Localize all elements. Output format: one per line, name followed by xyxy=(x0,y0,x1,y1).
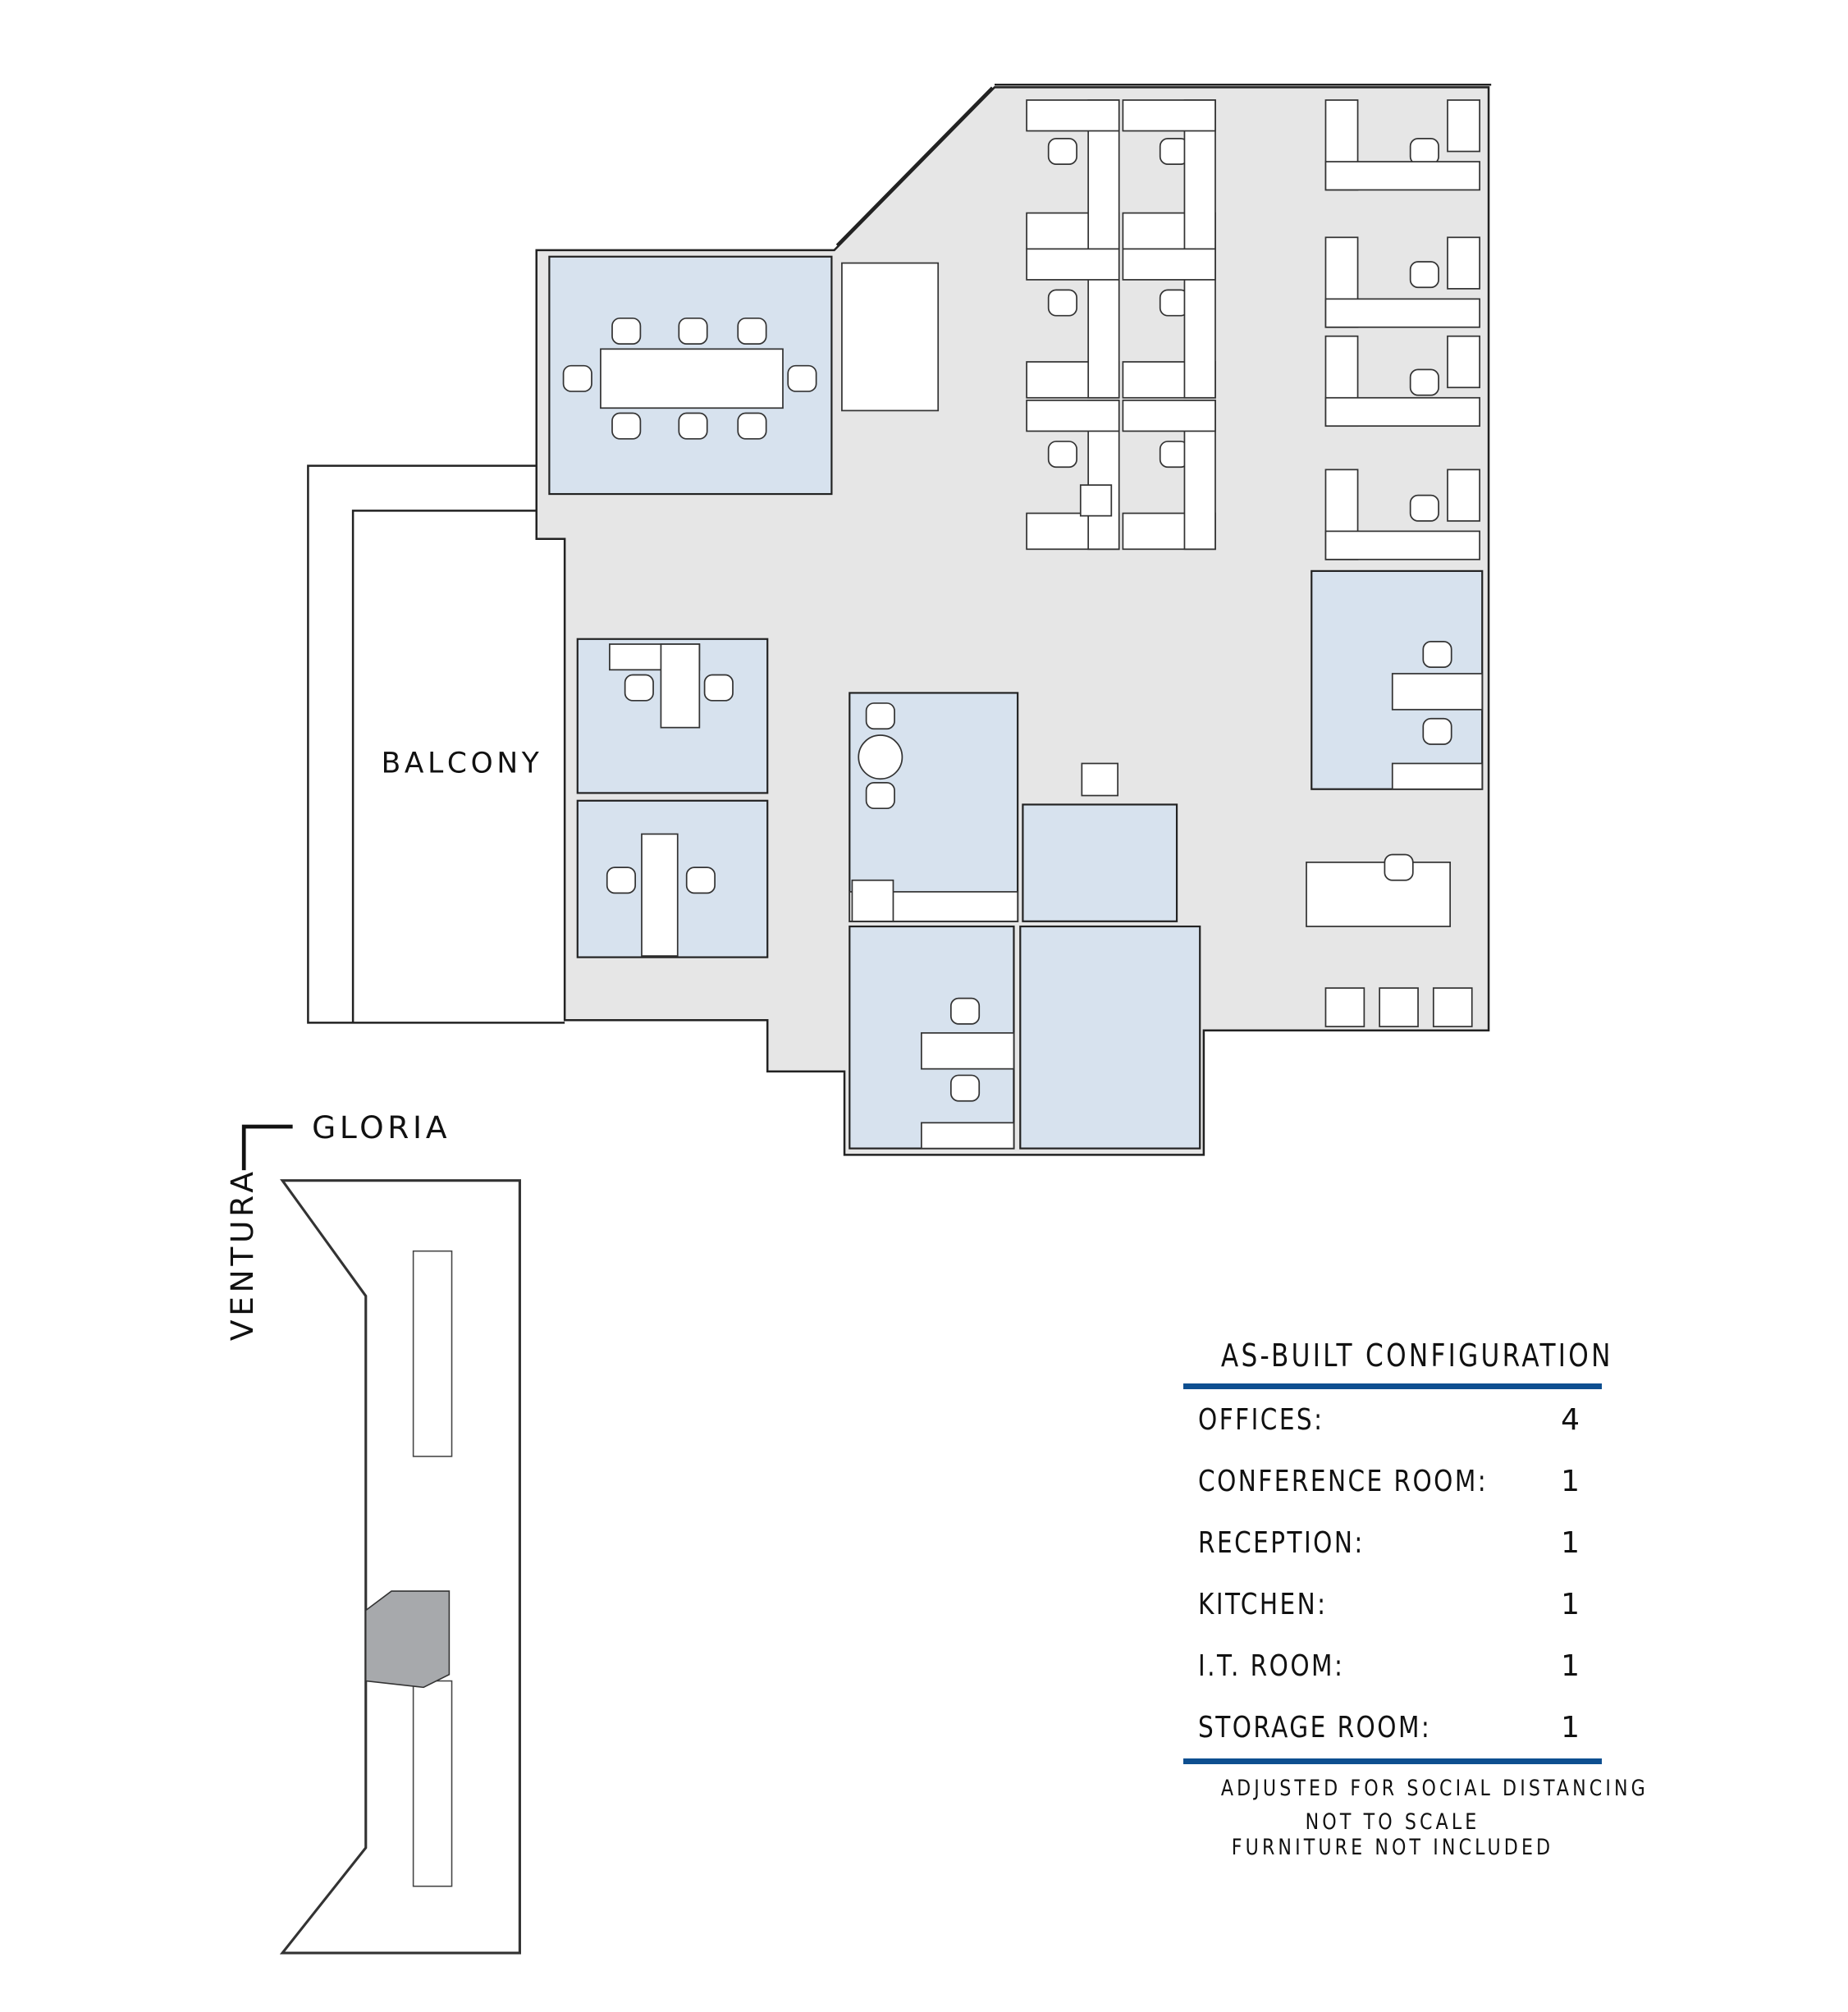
summary-row: KITCHEN: 1 xyxy=(1183,1574,1602,1635)
chair-icon xyxy=(1409,494,1439,522)
chair-icon xyxy=(703,674,734,702)
street-ventura: VENTURA xyxy=(224,1168,260,1341)
chair-icon xyxy=(1409,261,1439,289)
note-not-to-scale: NOT TO SCALE xyxy=(1305,1809,1480,1835)
row-label: OFFICES: xyxy=(1198,1403,1324,1437)
row-label: STORAGE ROOM: xyxy=(1198,1711,1432,1744)
chair-icon xyxy=(685,867,716,894)
note-furniture: FURNITURE NOT INCLUDED xyxy=(1231,1835,1554,1860)
row-value: 1 xyxy=(1561,1649,1582,1683)
row-label: KITCHEN: xyxy=(1198,1588,1328,1621)
lobby-chair-icon xyxy=(1379,987,1419,1027)
chair-icon xyxy=(1422,641,1452,669)
workstation xyxy=(1324,236,1480,328)
row-value: 1 xyxy=(1561,1711,1582,1744)
chair-icon xyxy=(611,317,642,345)
row-value: 1 xyxy=(1561,1588,1582,1621)
summary-row: RECEPTION: 1 xyxy=(1183,1512,1602,1574)
chair-icon xyxy=(562,364,592,392)
chair-icon xyxy=(1384,853,1414,881)
desk xyxy=(1391,673,1484,711)
row-value: 4 xyxy=(1561,1403,1582,1437)
conference-table xyxy=(600,348,784,409)
chair-icon xyxy=(949,997,981,1025)
chair-icon xyxy=(624,674,654,702)
desk xyxy=(660,643,701,729)
workstation xyxy=(1026,400,1120,551)
summary-row: OFFICES: 4 xyxy=(1183,1389,1602,1451)
note-social-distancing: ADJUSTED FOR SOCIAL DISTANCING xyxy=(1220,1776,1649,1801)
chair-icon xyxy=(1422,717,1452,745)
desk xyxy=(641,833,679,957)
kitchen-table xyxy=(858,734,903,780)
workstation xyxy=(1122,400,1216,551)
chair-icon xyxy=(865,782,895,810)
workstation xyxy=(1026,99,1120,250)
balcony-label: BALCONY xyxy=(382,747,543,780)
chair-icon xyxy=(865,702,895,730)
chair-icon xyxy=(787,364,817,392)
summary-row: STORAGE ROOM: 1 xyxy=(1183,1697,1602,1758)
workstation xyxy=(1324,99,1480,191)
suite-highlight xyxy=(364,1590,451,1689)
chair-icon xyxy=(678,317,708,345)
desk xyxy=(921,1122,1015,1150)
it-room xyxy=(1022,803,1178,922)
workstation xyxy=(1324,335,1480,428)
chair-icon xyxy=(1047,138,1077,166)
divider xyxy=(1183,1383,1602,1389)
workstation xyxy=(1026,248,1120,399)
desk xyxy=(921,1031,1015,1070)
key-plan: GLORIA VENTURA xyxy=(224,1109,521,1955)
lobby-chair-icon xyxy=(1432,987,1473,1027)
row-label: I.T. ROOM: xyxy=(1198,1649,1345,1683)
workstation xyxy=(1122,248,1216,399)
north-corner-marker xyxy=(241,1124,293,1171)
summary-title: AS-BUILT CONFIGURATION xyxy=(1220,1338,1613,1374)
row-label: RECEPTION: xyxy=(1198,1526,1365,1560)
chair-icon xyxy=(737,317,767,345)
row-label: CONFERENCE ROOM: xyxy=(1198,1465,1489,1498)
chair-icon xyxy=(1409,368,1439,396)
balcony: BALCONY xyxy=(307,464,565,1024)
chair-icon xyxy=(1047,289,1077,317)
chair-icon xyxy=(1409,138,1439,166)
workstation xyxy=(1122,99,1216,250)
core xyxy=(412,1680,453,1887)
lobby-chair-icon xyxy=(1324,987,1365,1027)
storage-room xyxy=(1019,925,1201,1150)
copier-icon xyxy=(1079,484,1113,517)
chair-icon xyxy=(611,412,642,440)
core xyxy=(412,1250,453,1457)
chair-icon xyxy=(678,412,708,440)
reception-desk xyxy=(1306,861,1452,927)
chair-icon xyxy=(606,867,637,894)
divider xyxy=(1183,1758,1602,1764)
chair-icon xyxy=(949,1074,981,1102)
summary-row: I.T. ROOM: 1 xyxy=(1183,1635,1602,1697)
workstation xyxy=(841,262,940,412)
street-gloria: GLORIA xyxy=(312,1109,451,1145)
row-value: 1 xyxy=(1561,1465,1582,1498)
printer-icon xyxy=(1081,762,1118,797)
building-outline xyxy=(279,1179,521,1955)
chair-icon xyxy=(737,412,767,440)
chair-icon xyxy=(1047,441,1077,469)
summary-row: CONFERENCE ROOM: 1 xyxy=(1183,1451,1602,1512)
workstation xyxy=(1324,469,1480,560)
desk xyxy=(1391,762,1484,790)
refrigerator xyxy=(851,879,894,922)
row-value: 1 xyxy=(1561,1526,1582,1560)
